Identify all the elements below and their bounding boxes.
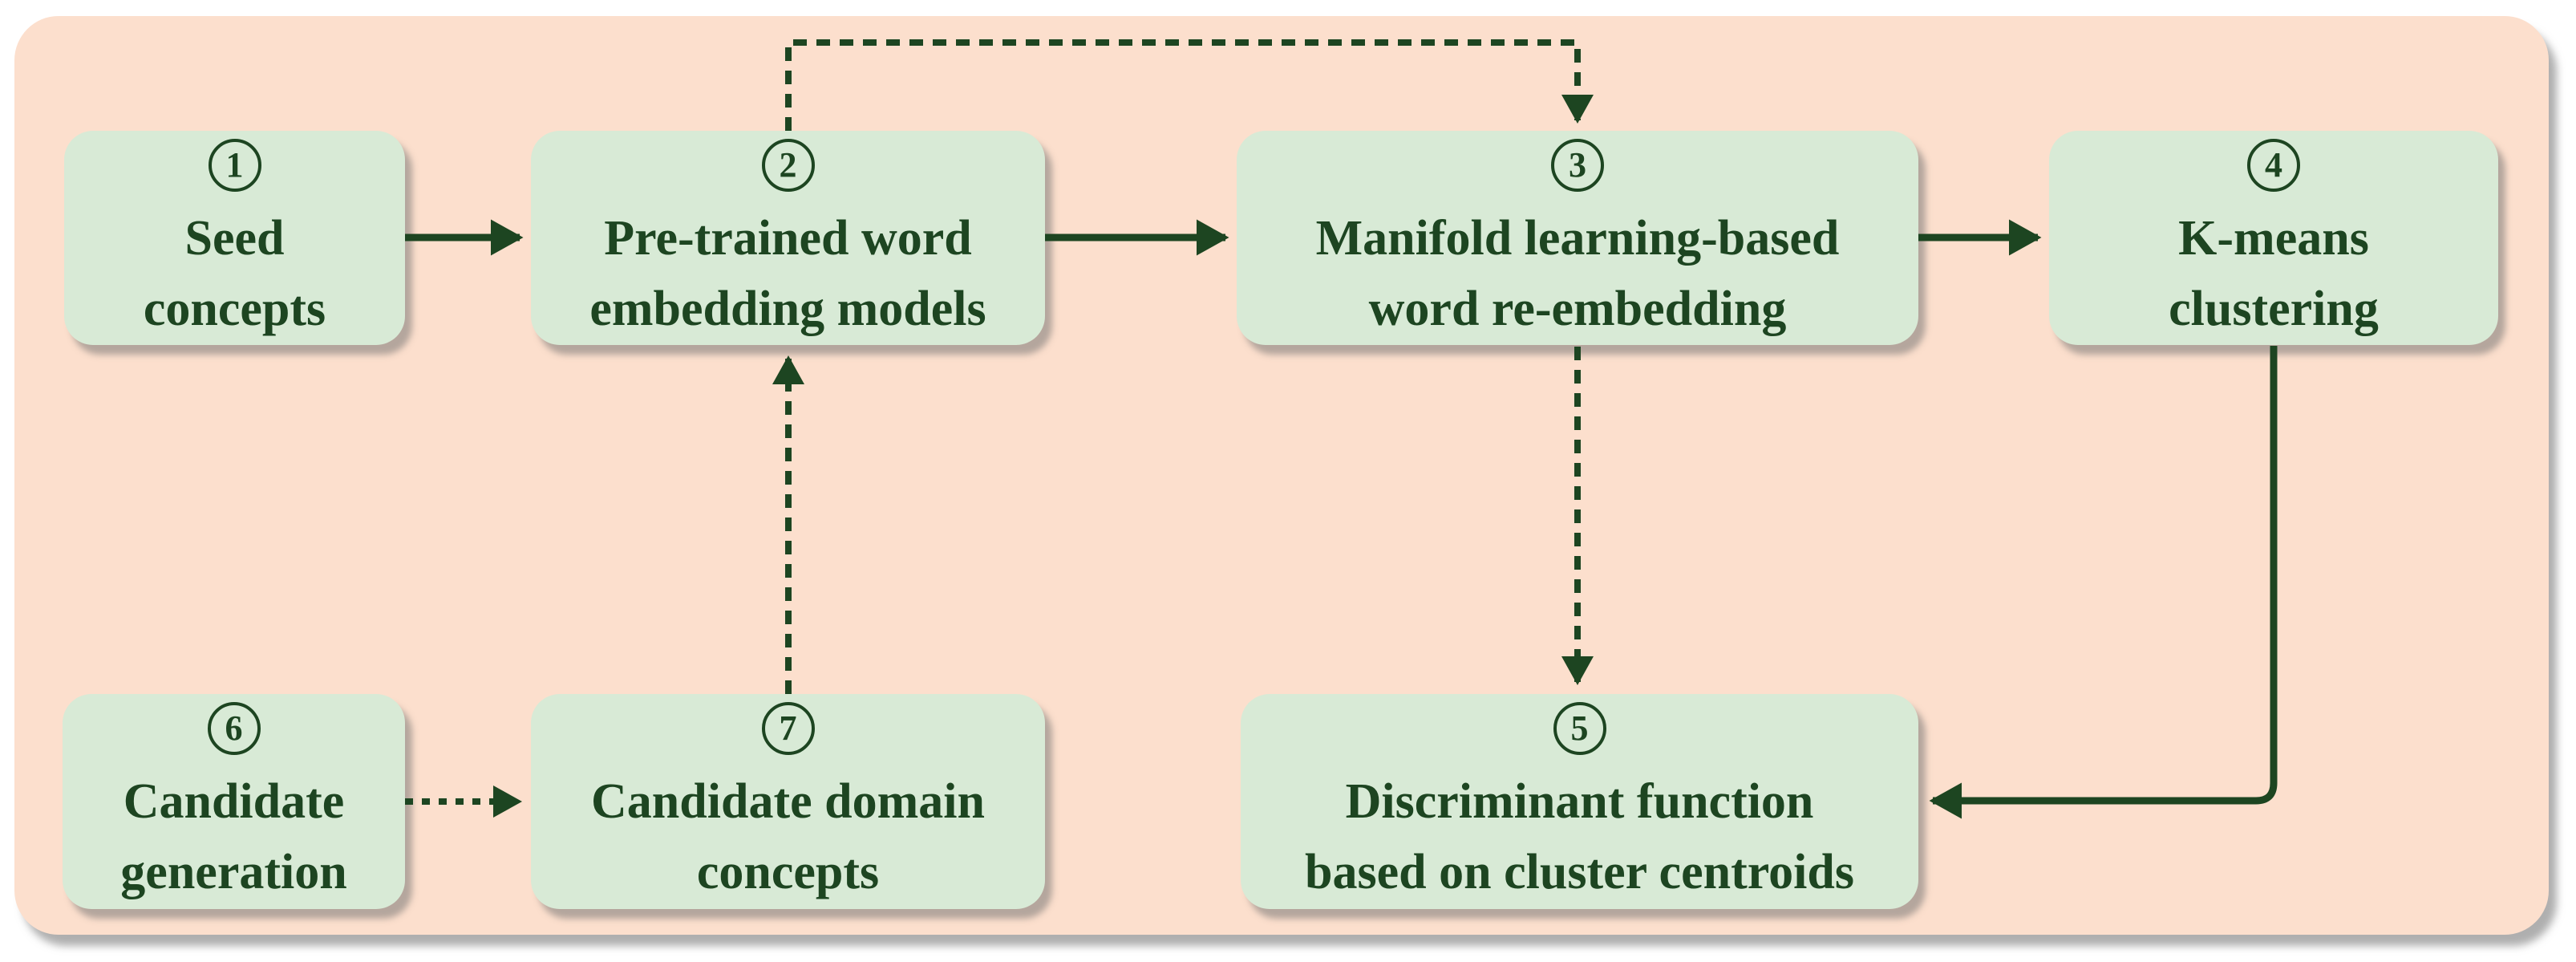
node-label-line: Seed	[184, 210, 285, 266]
node-manifold-learning-word-reembedding: 3 Manifold learning-based word re-embedd…	[1237, 131, 1918, 345]
node-seed-concepts: 1 Seed concepts	[64, 131, 405, 345]
step-number: 2	[779, 144, 797, 185]
step-number-badge: 6	[207, 702, 261, 755]
node-label-line: Manifold learning-based	[1315, 210, 1840, 266]
node-label-line: Discriminant function	[1345, 774, 1814, 829]
node-label-line: based on cluster centroids	[1305, 845, 1854, 899]
step-number: 4	[2265, 144, 2282, 185]
step-number-badge: 5	[1553, 702, 1606, 755]
step-number: 5	[1570, 708, 1589, 748]
step-number-badge: 2	[761, 138, 815, 192]
step-number: 7	[779, 708, 797, 748]
step-number-badge: 7	[761, 702, 815, 755]
node-label-line: embedding models	[589, 281, 986, 336]
node-label-line: concepts	[143, 281, 326, 336]
step-number-badge: 3	[1551, 138, 1604, 192]
node-candidate-domain-concepts: 7 Candidate domain concepts	[531, 694, 1045, 909]
node-label-line: K-means	[2178, 210, 2369, 266]
step-number: 3	[1569, 144, 1586, 185]
node-label-line: Candidate domain	[591, 774, 985, 829]
step-number-badge: 1	[208, 138, 261, 192]
node-candidate-generation: 6 Candidate generation	[63, 694, 405, 909]
node-label-line: concepts	[696, 845, 880, 899]
node-label-line: word re-embedding	[1368, 281, 1787, 336]
node-label-line: Pre-trained word	[604, 210, 972, 266]
node-label-line: clustering	[2169, 281, 2379, 336]
node-label-line: generation	[120, 845, 347, 899]
step-number: 1	[225, 144, 244, 185]
node-kmeans-clustering: 4 K-means clustering	[2049, 131, 2498, 345]
step-number: 6	[225, 708, 243, 748]
node-discriminant-function-cluster-centroids: 5 Discriminant function based on cluster…	[1241, 694, 1918, 909]
step-number-badge: 4	[2247, 138, 2300, 192]
node-label-line: Candidate	[123, 774, 345, 829]
node-pretrained-word-embedding-models: 2 Pre-trained word embedding models	[531, 131, 1045, 345]
